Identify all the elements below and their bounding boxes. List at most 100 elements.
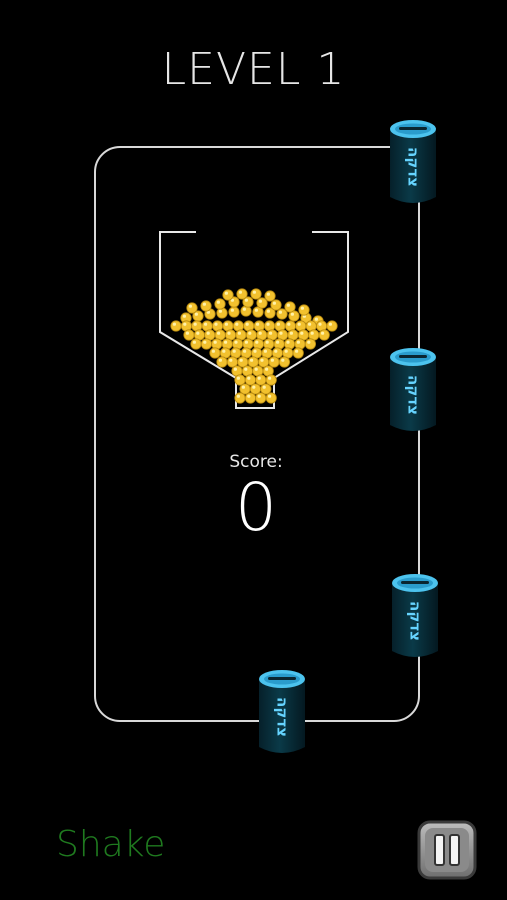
ball-highlight <box>185 331 189 335</box>
game-board-outline <box>94 146 420 722</box>
ball-highlight <box>253 349 257 353</box>
ball-highlight <box>269 331 273 335</box>
gold-ball <box>318 329 330 341</box>
ball-highlight <box>252 290 256 294</box>
ball-funnel <box>159 231 349 409</box>
ball-highlight <box>266 309 270 313</box>
ball-highlight <box>321 331 325 335</box>
ball-highlight <box>203 340 207 344</box>
ball-highlight <box>244 298 248 302</box>
ball-highlight <box>242 307 246 311</box>
funnel-outline <box>159 231 349 409</box>
gold-ball <box>273 338 285 350</box>
ball-highlight <box>213 340 217 344</box>
ball-highlight <box>245 322 249 326</box>
ball-highlight <box>216 300 220 304</box>
ball-highlight <box>287 322 291 326</box>
ball-highlight <box>270 358 274 362</box>
gold-ball <box>265 374 277 386</box>
charity-cup-4[interactable]: צדקה <box>256 667 308 757</box>
gold-ball <box>211 338 223 350</box>
shake-button[interactable]: Shake <box>56 824 166 865</box>
charity-cup-graphic: צדקה <box>390 348 436 431</box>
cup-label: צדקה <box>405 375 423 415</box>
ball-highlight <box>252 385 256 389</box>
ball-highlight <box>214 322 218 326</box>
ball-highlight <box>274 349 278 353</box>
gold-ball <box>242 338 254 350</box>
ball-highlight <box>229 358 233 362</box>
level-title: LEVEL 1 <box>161 44 346 95</box>
gold-ball <box>268 356 280 368</box>
gold-ball <box>228 306 240 318</box>
ball-highlight <box>247 394 251 398</box>
charity-cup-graphic: צדקה <box>390 120 436 203</box>
ball-highlight <box>217 331 221 335</box>
ball-highlight <box>237 331 241 335</box>
charity-cup-3[interactable]: צדקה <box>389 571 441 661</box>
gold-ball <box>186 302 198 314</box>
gold-ball <box>244 392 257 404</box>
gold-ball <box>222 289 234 301</box>
charity-cup-1[interactable]: צדקה <box>387 117 439 207</box>
ball-highlight <box>263 349 267 353</box>
ball-highlight <box>234 340 238 344</box>
ball-highlight <box>308 322 312 326</box>
ball-highlight <box>232 349 236 353</box>
ball-highlight <box>296 340 300 344</box>
ball-highlight <box>172 322 176 326</box>
ball-highlight <box>281 358 285 362</box>
ball-highlight <box>257 376 261 380</box>
ball-highlight <box>286 340 290 344</box>
ball-highlight <box>235 322 239 326</box>
gold-ball <box>183 329 195 341</box>
pause-icon <box>417 820 477 880</box>
ball-highlight <box>206 310 210 314</box>
gold-ball <box>232 338 244 350</box>
ball-highlight <box>192 340 196 344</box>
gold-ball <box>263 338 275 350</box>
ball-highlight <box>230 298 234 302</box>
ball-highlight <box>193 322 197 326</box>
gold-ball <box>214 298 226 310</box>
ball-highlight <box>272 301 276 305</box>
gold-ball <box>234 392 246 404</box>
score-value: 0 <box>235 469 277 546</box>
funnel-balls <box>170 288 338 404</box>
ball-highlight <box>318 322 322 326</box>
gold-ball <box>304 338 316 350</box>
ball-highlight <box>276 322 280 326</box>
ball-highlight <box>254 367 258 371</box>
ball-highlight <box>244 340 248 344</box>
ball-highlight <box>227 331 231 335</box>
pause-button[interactable] <box>417 820 477 880</box>
ball-highlight <box>218 309 222 313</box>
gold-ball <box>284 338 296 350</box>
ball-highlight <box>233 367 237 371</box>
gold-ball <box>252 338 265 350</box>
gold-ball <box>240 305 252 317</box>
charity-cup-graphic: צדקה <box>392 574 438 657</box>
ball-highlight <box>236 376 240 380</box>
gold-ball <box>236 288 248 300</box>
ball-highlight <box>224 322 228 326</box>
gold-ball <box>216 356 228 368</box>
cup-label: צדקה <box>407 601 425 641</box>
ball-highlight <box>284 349 288 353</box>
ball-highlight <box>278 310 282 314</box>
ball-highlight <box>260 358 264 362</box>
ball-highlight <box>310 331 314 335</box>
ball-highlight <box>268 376 272 380</box>
ball-highlight <box>300 306 304 310</box>
ball-highlight <box>202 302 206 306</box>
score-label: Score: <box>229 452 283 472</box>
gold-ball <box>250 288 262 300</box>
ball-highlight <box>196 331 200 335</box>
ball-highlight <box>182 314 186 318</box>
charity-cup-2[interactable]: צדקה <box>387 345 439 435</box>
ball-highlight <box>238 290 242 294</box>
ball-highlight <box>204 322 208 326</box>
gold-ball <box>265 392 277 404</box>
ball-highlight <box>194 312 198 316</box>
